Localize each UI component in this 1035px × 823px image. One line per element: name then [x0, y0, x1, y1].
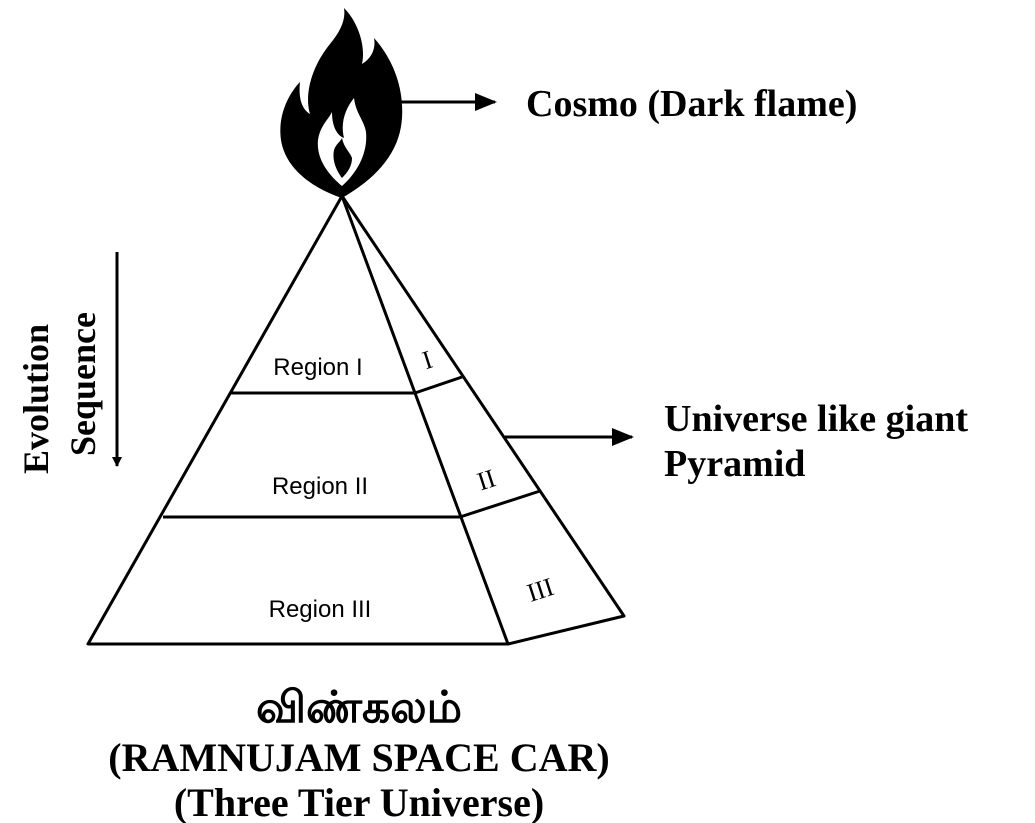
caption-tamil: விண்கலம் [256, 682, 462, 733]
pyramid-side-face [340, 195, 626, 646]
region-label-2: Region II [272, 473, 368, 500]
pyramid-label-line2: Pyramid [664, 443, 805, 485]
flame-icon [280, 8, 403, 198]
caption-line2: (RAMNUJAM SPACE CAR) [108, 735, 609, 780]
pyramid-front-face [86, 194, 510, 646]
caption-line3: (Three Tier Universe) [174, 780, 544, 823]
side-tier-line-2 [459, 489, 541, 519]
evolution-label-line1: Evolution [16, 324, 56, 474]
side-region-label-1: I [419, 345, 436, 375]
pyramid [86, 194, 626, 646]
region-label-3: Region III [269, 596, 372, 623]
flame-label: Cosmo (Dark flame) [526, 83, 857, 125]
evolution-label-line2: Sequence [63, 312, 103, 456]
side-region-label-2: II [474, 463, 499, 496]
pyramid-label-line1: Universe like giant [664, 398, 968, 440]
side-region-label-3: III [524, 572, 558, 608]
side-tier-line-1 [414, 375, 463, 395]
region-label-1: Region I [273, 354, 362, 381]
